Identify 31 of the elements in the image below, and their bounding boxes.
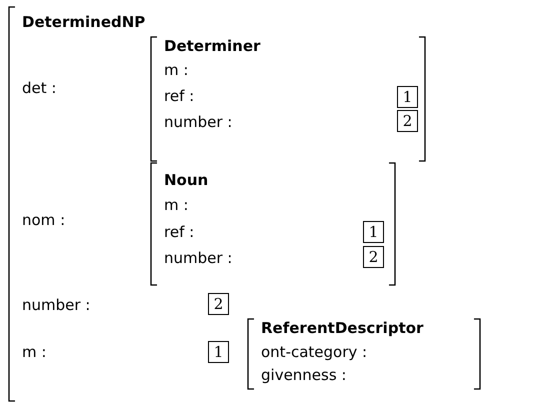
tag-number: 2 — [214, 295, 224, 313]
feature-name: number : — [164, 112, 232, 132]
feature-name: m : — [164, 60, 188, 80]
tag-box — [397, 110, 418, 132]
feature-name: nom : — [22, 210, 66, 230]
tag-box — [363, 246, 384, 268]
tag-number: 2 — [402, 112, 412, 130]
type-heading: Determiner — [164, 36, 260, 56]
feature-name: givenness : — [261, 365, 346, 385]
feature-name: number : — [22, 295, 90, 315]
type-heading: ReferentDescriptor — [261, 318, 424, 338]
feature-name: ont-category : — [261, 342, 368, 362]
feature-name: ref : — [164, 86, 194, 106]
feature-name: det : — [22, 78, 56, 98]
feature-name: m : — [22, 342, 46, 362]
feature-name: m : — [164, 195, 188, 215]
type-heading: DeterminedNP — [22, 12, 146, 32]
tag-number: 1 — [214, 343, 224, 361]
tag-number: 2 — [368, 248, 378, 266]
attribute-value-matrix — [247, 318, 481, 390]
tag-box — [208, 341, 229, 363]
tag-box — [363, 221, 384, 243]
feature-name: number : — [164, 248, 232, 268]
tag-box — [397, 86, 418, 108]
tag-number: 1 — [402, 88, 412, 106]
attribute-value-matrix — [150, 36, 426, 162]
tag-number: 1 — [368, 223, 378, 241]
feature-name: ref : — [164, 222, 194, 242]
tag-box — [208, 293, 229, 315]
type-heading: Noun — [164, 170, 208, 190]
attribute-value-matrix — [150, 162, 396, 286]
